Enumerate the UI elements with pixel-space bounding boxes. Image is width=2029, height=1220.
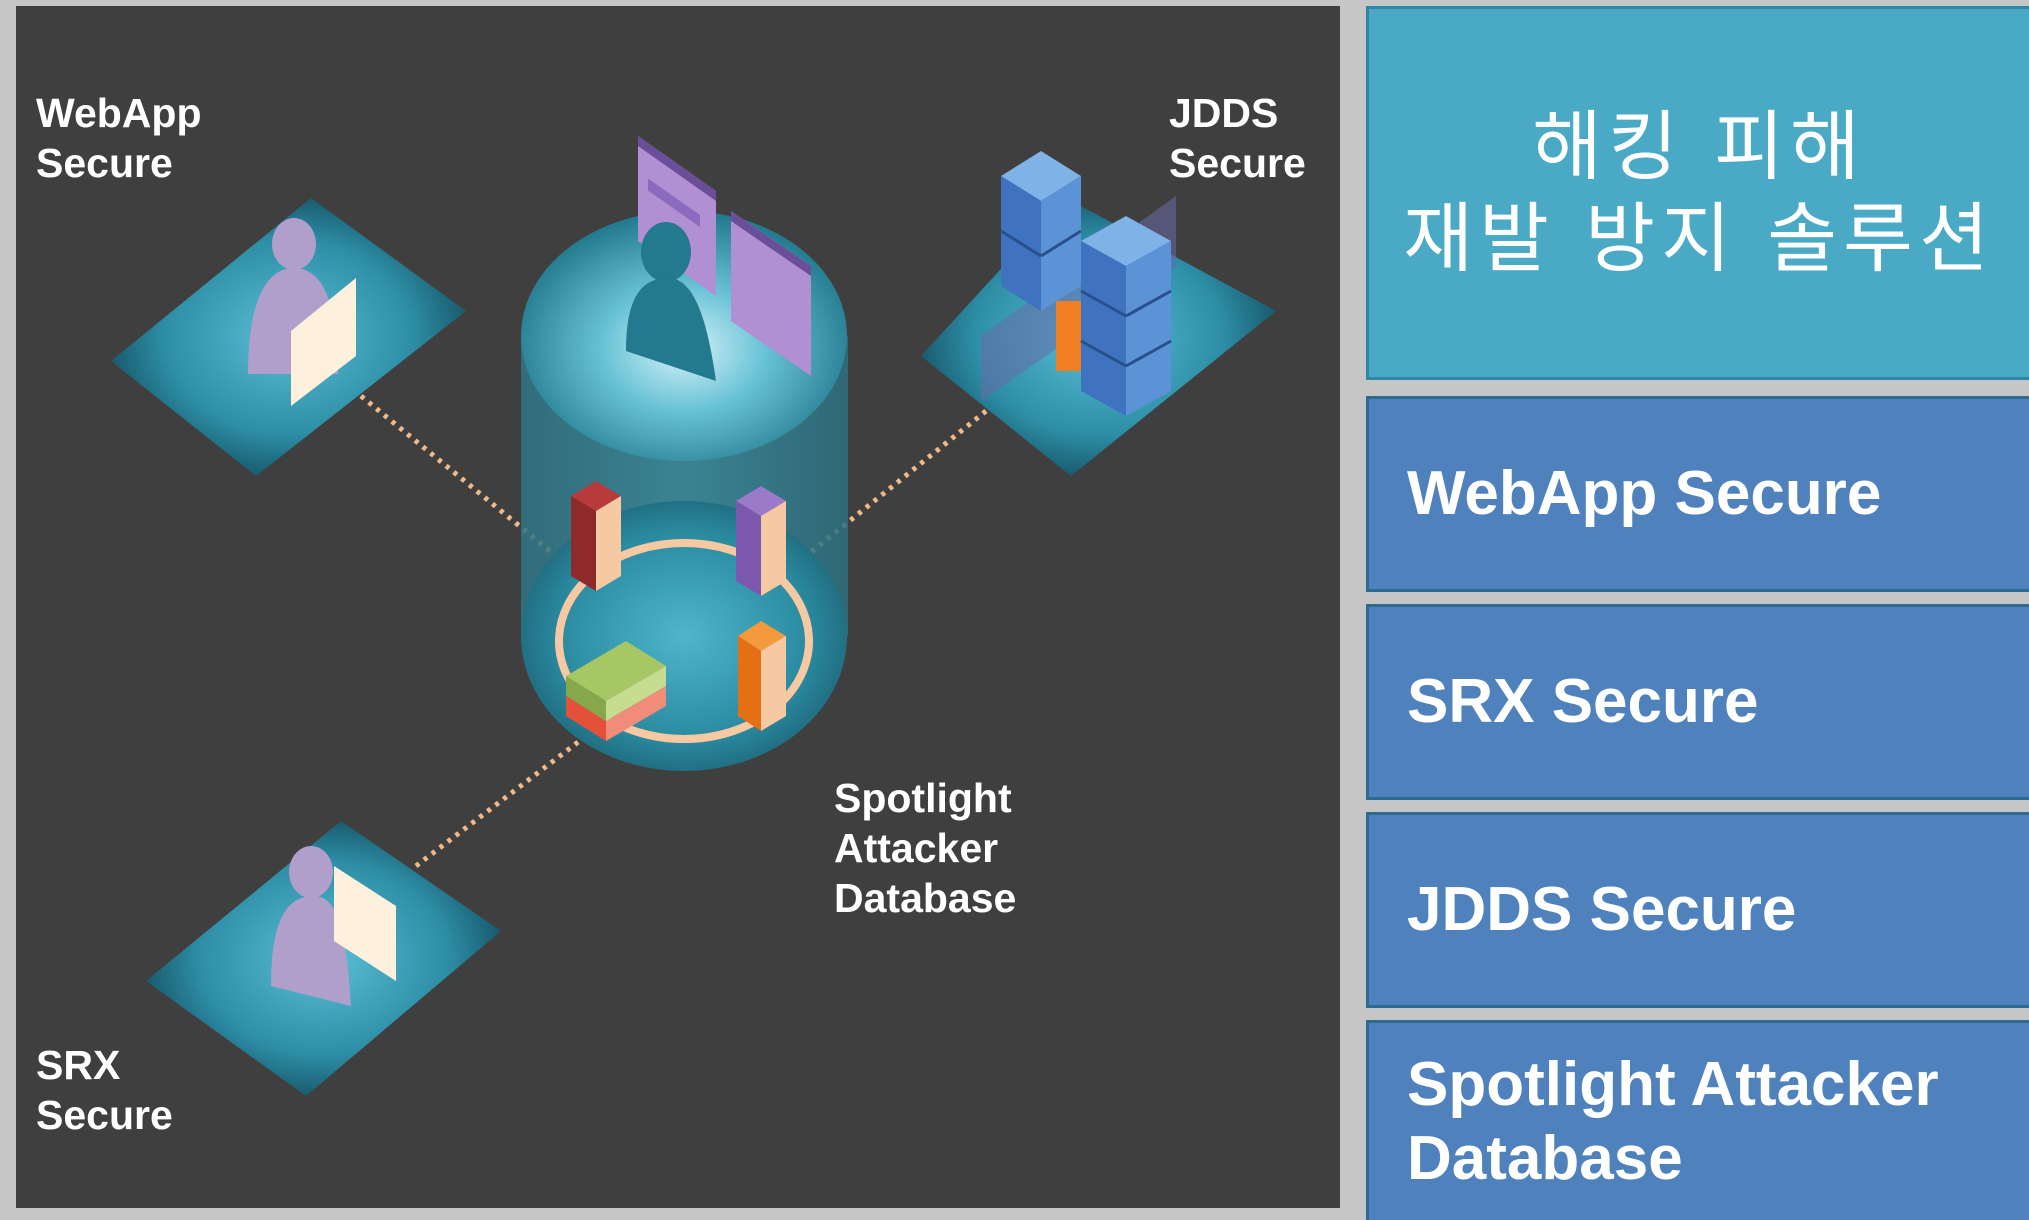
webapp-screen	[291, 278, 356, 406]
panel-item-jdds-secure: JDDS Secure	[1366, 812, 2029, 1008]
webapp-person-head	[272, 218, 316, 270]
label-spotlight-attacker-database: Spotlight Attacker Database	[834, 775, 1017, 921]
jdds-platform	[921, 151, 1276, 476]
panel-item-srx-secure: SRX Secure	[1366, 604, 2029, 800]
cylinder-person-body	[626, 278, 716, 381]
panel-title-box: 해킹 피해 재발 방지 솔루션	[1366, 6, 2029, 380]
ring-object-orange	[738, 621, 786, 731]
srx-screen	[334, 866, 396, 981]
panel-item-label: WebApp Secure	[1407, 459, 1882, 528]
connector-srx	[414, 734, 588, 868]
ring-object-books	[566, 641, 666, 741]
panel-item-spotlight-attacker-database: Spotlight Attacker Database	[1366, 1020, 2029, 1220]
panel-title-line2: 재발 방지 솔루션	[1403, 194, 1995, 283]
label-webapp-secure: WebApp Secure	[36, 90, 202, 186]
cylinder-person-head	[641, 222, 691, 282]
panel-item-label: SRX Secure	[1407, 667, 1759, 736]
jdds-server-stack-front	[1080, 216, 1172, 416]
ring-object-purple	[736, 486, 786, 596]
diagram-graphics	[111, 136, 1276, 1096]
srx-platform	[146, 821, 501, 1096]
label-jdds-secure: JDDS Secure	[1169, 90, 1306, 186]
panel-item-label: JDDS Secure	[1407, 875, 1797, 944]
spotlight-cylinder	[521, 136, 848, 771]
srx-person-head	[289, 846, 333, 898]
srx-person-body	[271, 896, 351, 1006]
jdds-server-stack-back	[1000, 151, 1082, 311]
webapp-platform	[111, 198, 466, 476]
panel-item-label: Spotlight Attacker Database	[1407, 1049, 1939, 1193]
label-srx-secure: SRX Secure	[36, 1042, 173, 1138]
panel-item-webapp-secure: WebApp Secure	[1366, 396, 2029, 592]
solution-panel: 해킹 피해 재발 방지 솔루션 WebApp Secure SRX Secure…	[1366, 6, 2029, 1220]
cylinder-ring	[555, 539, 813, 743]
panel-title-line1: 해킹 피해	[1532, 102, 1866, 191]
diagram-canvas: WebApp Secure JDDS Secure SRX Secure Spo…	[16, 6, 1340, 1208]
cylinder-panels	[638, 136, 811, 376]
ring-object-red	[571, 481, 621, 591]
